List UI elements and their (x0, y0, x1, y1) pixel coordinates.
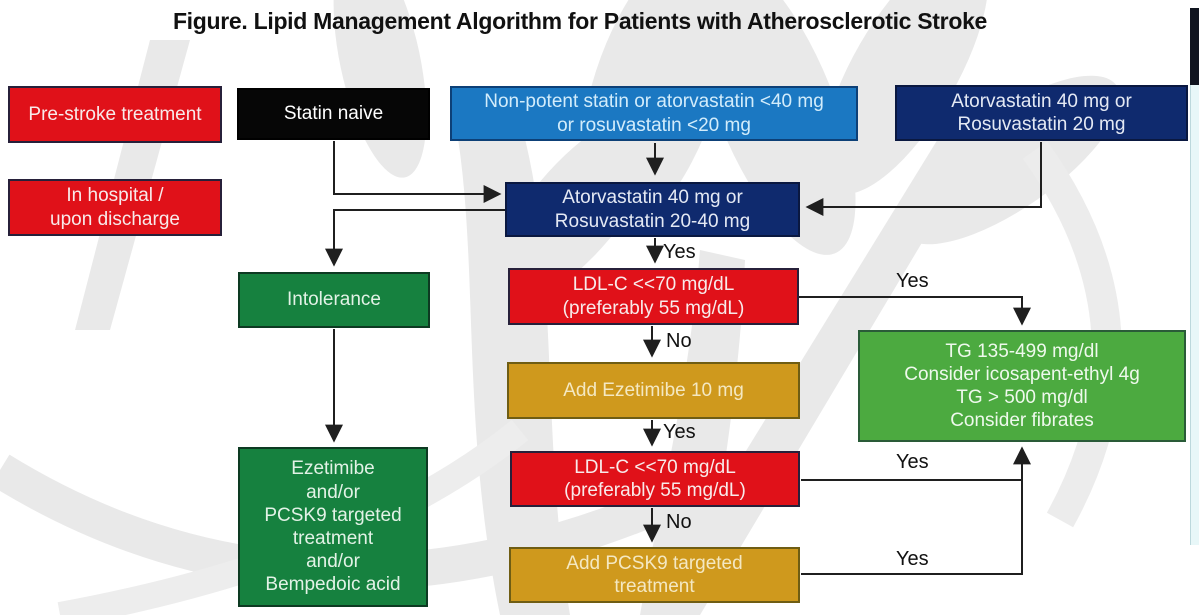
box-label-line: TG > 500 mg/dl (956, 387, 1088, 408)
box-label-line: Ezetimibe (291, 458, 375, 480)
connector-statin-to-intolerance (325, 209, 505, 267)
box-label-line: treatment (292, 528, 374, 549)
right-edge-light-strip (1190, 85, 1199, 545)
box-atorvastatin-40-rosuvastatin-20-40: Atorvastatin 40 mg or Rosuvastatin 20-40… (505, 182, 800, 237)
box-label-line: (preferably 55 mg/dL) (562, 297, 745, 319)
box-in-hospital-upon-discharge: In hospital / upon discharge (8, 179, 222, 236)
branch-label-yes: Yes (896, 548, 929, 570)
box-statin-naive: Statin naive (237, 88, 430, 140)
box-label-line: PCSK9 targeted (264, 504, 402, 526)
box-label: Statin naive (283, 103, 384, 125)
box-intolerance-treatment: Ezetimibe and/or PCSK9 targeted treatmen… (238, 447, 428, 607)
right-edge-dark-bar (1190, 8, 1199, 85)
box-label-line: (preferably 55 mg/dL) (564, 480, 746, 501)
box-label-line: Consider fibrates (950, 410, 1094, 432)
figure-title: Figure. Lipid Management Algorithm for P… (172, 8, 988, 34)
box-label: Add Ezetimibe 10 mg (563, 379, 744, 401)
connector-potent-to-statin (805, 142, 1042, 216)
connector-pcsk9-to-tg (801, 480, 1023, 575)
box-atorvastatin-40-rosuvastatin-20: Atorvastatin 40 mg or Rosuvastatin 20 mg (895, 85, 1188, 141)
branch-label-no: No (666, 330, 692, 352)
box-ldl-check-2: LDL-C <<70 mg/dL (preferably 55 mg/dL) (510, 451, 800, 507)
box-label-line: and/or (306, 551, 360, 573)
branch-label-no: No (666, 511, 692, 533)
box-label-line: Non-potent statin or atorvastatin <40 mg (484, 91, 824, 113)
box-pre-stroke-treatment: Pre-stroke treatment (8, 86, 222, 143)
branch-label-yes: Yes (896, 451, 929, 473)
box-label-line: or rosuvastatin <20 mg (557, 114, 751, 136)
connector-statin-naive-to-statin (333, 141, 502, 203)
box-ldl-check-1: LDL-C <<70 mg/dL (preferably 55 mg/dL) (508, 268, 799, 325)
box-label-line: LDL-C <<70 mg/dL (572, 274, 735, 296)
box-label-line: treatment (614, 576, 695, 597)
branch-label-yes: Yes (896, 270, 929, 292)
box-label-line: Consider icosapent-ethyl 4g (904, 363, 1140, 385)
box-label-line: upon discharge (50, 208, 180, 230)
box-intolerance: Intolerance (238, 272, 430, 328)
box-label-line: Rosuvastatin 20 mg (957, 114, 1126, 135)
branch-label-yes: Yes (663, 241, 696, 263)
box-label-line: LDL-C <<70 mg/dL (574, 456, 736, 478)
box-label-line: Rosuvastatin 20-40 mg (554, 210, 751, 232)
box-label-line: Add PCSK9 targeted (566, 552, 743, 574)
box-label: Intolerance (286, 289, 381, 311)
box-label-line: TG 135-499 mg/dl (945, 340, 1099, 362)
box-add-pcsk9: Add PCSK9 targeted treatment (509, 547, 800, 603)
box-triglycerides: TG 135-499 mg/dl Consider icosapent-ethy… (858, 330, 1186, 442)
branch-label-yes: Yes (663, 421, 696, 443)
connector-ldl1-to-tg (799, 296, 1031, 326)
box-label-line: Atorvastatin 40 mg or (951, 90, 1132, 112)
box-label: Pre-stroke treatment (28, 103, 202, 125)
box-label-line: Bempedoic acid (265, 574, 401, 596)
box-label-line: Atorvastatin 40 mg or (562, 187, 743, 209)
box-non-potent-statin: Non-potent statin or atorvastatin <40 mg… (450, 86, 858, 141)
box-label-line: and/or (306, 481, 360, 503)
box-add-ezetimibe: Add Ezetimibe 10 mg (507, 362, 800, 419)
box-label-line: In hospital / (66, 185, 164, 207)
